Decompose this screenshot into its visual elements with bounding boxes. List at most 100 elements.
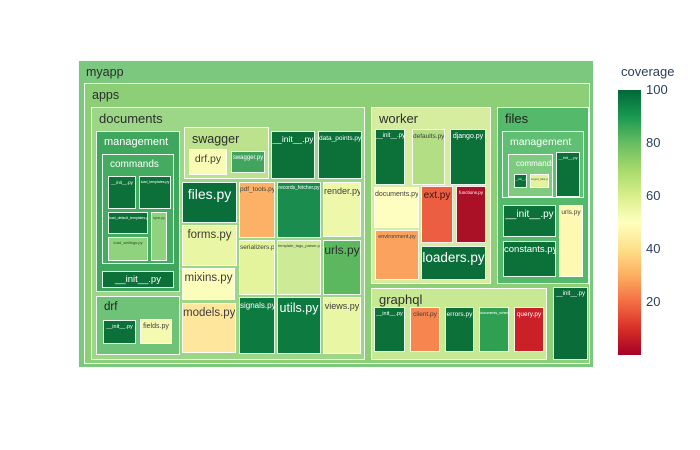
tile-files-urls-label: urls.py xyxy=(561,209,581,216)
tile-docs-filespy[interactable]: files.py xyxy=(182,182,237,223)
tile-files-init-label: __init__.py xyxy=(505,209,554,220)
tile-docs-mgmt-init-label: __init__.py xyxy=(115,274,161,285)
tile-docs-drf-fields[interactable]: fields.py xyxy=(140,319,172,344)
tile-docs-formspy-label: forms.py xyxy=(187,229,232,241)
tile-graphql-client-label: client.py xyxy=(413,311,437,318)
tile-docs-cmd-sync-label: sync.py xyxy=(153,216,165,220)
tile-graphql-errors[interactable]: errors.py xyxy=(445,307,474,352)
tile-docs-cmd-load-settings-label: load_settings.py xyxy=(113,240,143,245)
tile-files-management-label: management xyxy=(510,136,572,148)
tile-docs-cmd-load-default-templates[interactable]: load_default_templates.py xyxy=(108,212,148,234)
colorbar-tick: 40 xyxy=(646,241,661,257)
tile-worker-functions[interactable]: functions.py xyxy=(456,186,486,243)
tile-docs-signals[interactable]: signals.py xyxy=(239,297,275,354)
colorbar-tick: 20 xyxy=(646,294,661,310)
tile-docs-views-label: views.py xyxy=(324,301,360,311)
tile-apps-init[interactable]: __init__.py xyxy=(553,287,588,360)
tile-docs-swagger-label: swagger xyxy=(192,132,240,146)
colorbar-tick: 100 xyxy=(646,82,668,98)
tile-docs-cmd-init[interactable]: __init__.py xyxy=(108,176,136,209)
tile-files-cmd-init-label: __init__.py xyxy=(515,177,526,181)
tile-docs-management-label: management xyxy=(104,136,169,148)
tile-files-mgmt-init[interactable]: __init__.py xyxy=(556,152,580,197)
tile-docs-cmd-load-default-templates-label: load_default_templates.py xyxy=(109,216,147,220)
tile-docs-init-label: __init__.py xyxy=(272,134,314,144)
tile-docs-drf-init-label: __init__.py xyxy=(106,324,133,330)
tile-worker-init[interactable]: __init__.py xyxy=(375,129,405,185)
tile-docs-mgmt-init[interactable]: __init__.py xyxy=(102,271,174,288)
tile-files-cmd-init[interactable]: __init__.py xyxy=(514,174,527,188)
tile-docs-mixinspy[interactable]: mixins.py xyxy=(182,268,235,300)
tile-docs-swagger-drfpy[interactable]: drf.py xyxy=(189,149,227,175)
tile-docs-urls[interactable]: urls.py xyxy=(323,240,361,295)
tile-docs-serializers[interactable]: serializers.py xyxy=(239,240,275,295)
tile-docs-signals-label: signals.py xyxy=(240,301,274,310)
tile-docs-commands-label: commands xyxy=(110,159,159,170)
tile-worker-defaults[interactable]: defaults.py xyxy=(412,129,445,185)
tile-graphql-errors-label: errors.py xyxy=(446,311,473,318)
tile-worker-init-label: __init__.py xyxy=(376,133,404,139)
tile-docs-records-fetcher-label: records_fetcher.py xyxy=(278,185,320,191)
tile-docs-render[interactable]: render.py xyxy=(323,182,361,237)
tile-docs-drf-init[interactable]: __init__.py xyxy=(103,320,136,344)
tile-docs-init[interactable]: __init__.py xyxy=(271,131,315,179)
tile-documents-label: documents xyxy=(99,111,163,126)
tile-docs-template-parser-label: template_tags_parser.py xyxy=(278,243,320,248)
tile-worker-documents[interactable]: documents.py xyxy=(374,187,419,228)
colorbar-title: coverage xyxy=(621,64,675,79)
tile-worker-django-label: django.py xyxy=(452,133,484,140)
tile-files-init[interactable]: __init__.py xyxy=(503,205,556,237)
tile-graphql-query[interactable]: query.py xyxy=(514,307,544,352)
tile-docs-utils-label: utils.py xyxy=(279,301,319,315)
tile-docs-cmd-init-label: __init__.py xyxy=(111,180,133,185)
tile-files-cmd-import-label: import_files.py xyxy=(531,177,548,181)
tile-graphql-query-label: query.py xyxy=(516,311,542,318)
tile-graphql-init-label: __init__.py xyxy=(376,311,403,317)
tile-docs-records-fetcher[interactable]: records_fetcher.py xyxy=(277,182,321,238)
tile-docs-drf-label: drf xyxy=(104,301,118,313)
tile-docs-pdftools[interactable]: pdf_tools.py xyxy=(239,182,275,238)
tile-docs-formspy[interactable]: forms.py xyxy=(182,225,237,266)
tile-docs-mixinspy-label: mixins.py xyxy=(184,272,233,284)
tile-worker-loaders[interactable]: loaders.py xyxy=(421,246,486,280)
tile-docs-cmd-sync[interactable]: sync.py xyxy=(151,212,167,261)
tile-docs-pdftools-label: pdf_tools.py xyxy=(240,186,274,193)
tile-graphql-init[interactable]: __init__.py xyxy=(374,307,405,352)
tile-docs-swagger-swaggerpy-label: swagger.py xyxy=(232,155,264,161)
tile-docs-cmd-load-templates-label: load_templates.py xyxy=(140,180,170,184)
tile-worker-django[interactable]: django.py xyxy=(450,129,486,185)
tile-docs-utils[interactable]: utils.py xyxy=(277,297,321,354)
tile-docs-datapoints[interactable]: data_points.py xyxy=(318,131,362,179)
tile-files-cmd-import[interactable]: import_files.py xyxy=(530,174,549,188)
tile-docs-render-label: render.py xyxy=(324,186,360,196)
tile-docs-urls-label: urls.py xyxy=(324,243,360,257)
tile-files-constants[interactable]: constants.py xyxy=(503,241,556,277)
tile-files-urls[interactable]: urls.py xyxy=(559,205,583,277)
tile-docs-serializers-label: serializers.py xyxy=(240,244,274,251)
tile-apps-init-label: __init__.py xyxy=(555,291,586,297)
tile-worker-ext-label: ext.py xyxy=(423,190,451,201)
tile-graphql-client[interactable]: client.py xyxy=(410,307,440,352)
tile-worker-label: worker xyxy=(379,111,419,126)
tile-graphql-label: graphql xyxy=(379,292,423,307)
tile-files-commands-label: commands xyxy=(516,159,552,168)
tile-docs-modelspy[interactable]: models.py xyxy=(182,303,236,353)
tile-graphql-schema[interactable]: documents_schema.py xyxy=(479,307,509,352)
tile-docs-template-parser[interactable]: template_tags_parser.py xyxy=(277,240,321,295)
tile-docs-drf-fields-label: fields.py xyxy=(143,323,169,330)
colorbar-tick: 80 xyxy=(646,135,661,151)
tile-docs-cmd-load-settings[interactable]: load_settings.py xyxy=(108,237,148,261)
tile-docs-views[interactable]: views.py xyxy=(323,297,361,354)
tile-apps-label: apps xyxy=(92,88,120,102)
tile-worker-environment-label: environment.py xyxy=(378,234,416,240)
tile-files-mgmt-init-label: __init__.py xyxy=(558,155,578,160)
tile-docs-swagger-swaggerpy[interactable]: swagger.py xyxy=(231,151,265,173)
tile-docs-filespy-label: files.py xyxy=(187,186,232,202)
tile-files-app-label: files xyxy=(505,111,529,126)
tile-files-constants-label: constants.py xyxy=(504,244,555,255)
tile-docs-cmd-load-templates[interactable]: load_templates.py xyxy=(139,176,171,209)
tile-worker-environment[interactable]: environment.py xyxy=(375,230,419,280)
tile-graphql-schema-label: documents_schema.py xyxy=(480,311,508,315)
tile-worker-ext[interactable]: ext.py xyxy=(421,186,453,243)
